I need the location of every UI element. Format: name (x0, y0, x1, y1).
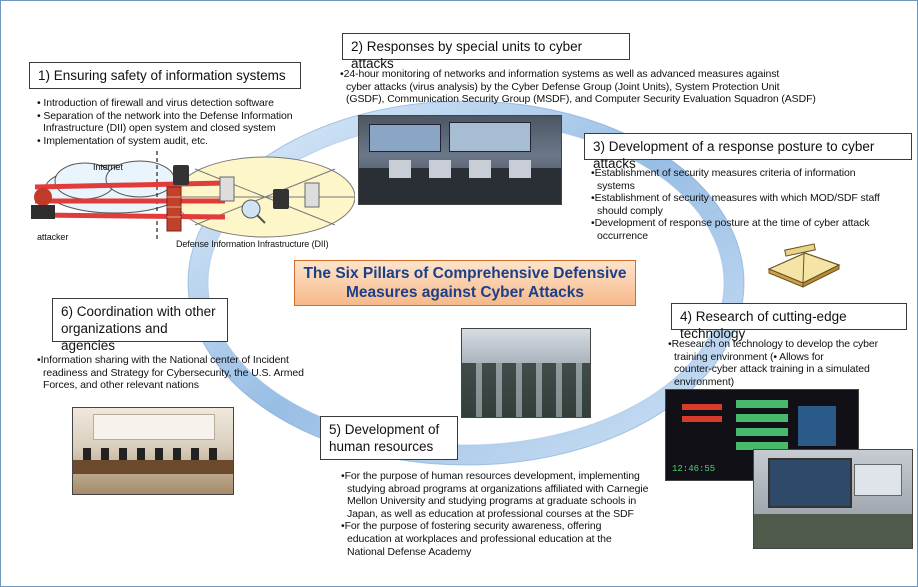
pillar5-title-line: human resources (329, 439, 434, 454)
pillar2-title: 2) Responses by special units to cyber a… (342, 33, 630, 71)
pillar3-title: 3) Development of a response posture to … (584, 133, 912, 171)
pillar1-bullet: • Separation of the network into the Def… (37, 109, 293, 122)
pillar5-title-line: 5) Development of (329, 422, 440, 437)
pillar5-bullet: Japan, as well as education at professio… (347, 507, 634, 520)
attack-lines (34, 180, 226, 220)
pillar5-bullet: National Defense Academy (347, 545, 472, 558)
pillar3-bullet: systems (597, 179, 635, 192)
pillar6-bullet: readiness and Strategy for Cybersecurity… (43, 366, 304, 379)
pillar5-bullet: •For the purpose of human resources deve… (341, 470, 640, 482)
dii-label: Defense Information Infrastructure (DII) (176, 239, 329, 249)
pillar2-bullet: •24-hour monitoring of networks and info… (340, 68, 780, 80)
pillar3-bullet: •Establishment of security measures crit… (591, 167, 856, 179)
pillar3-bullet: occurrence (597, 229, 648, 242)
pillar2-bullets: •24-hour monitoring of networks and info… (340, 68, 860, 106)
classroom-photo (461, 328, 591, 418)
monitoring-room-photo (358, 115, 562, 205)
center-title: The Six Pillars of Comprehensive Defensi… (294, 260, 636, 306)
pillar3-bullet: •Establishment of security measures with… (591, 192, 880, 205)
pillar4-bullet: environment) (674, 375, 735, 388)
pillar4-title: 4) Research of cutting-edge technology (671, 303, 907, 341)
training-room-photo (753, 449, 913, 549)
pillar4-bullets: •Research on technology to develop the c… (668, 338, 913, 388)
pillar1-bullet: Infrastructure (DII) open system and clo… (43, 122, 276, 135)
pillar6-title-line: organizations and agencies (61, 321, 168, 353)
pillar2-bullet: (GSDF), Communication Security Group (MS… (346, 93, 816, 106)
pillar6-title-line: 6) Coordination with other (61, 304, 216, 319)
internet-label: Internet (93, 162, 123, 172)
pillar4-bullet: •Research on technology to develop the c… (668, 338, 878, 350)
pillar1-title: 1) Ensuring safety of information system… (29, 62, 301, 89)
pillar6-bullets: •Information sharing with the National c… (37, 354, 337, 392)
meeting-room-photo (72, 407, 234, 495)
pillar1-bullet: • Implementation of system audit, etc. (37, 134, 208, 147)
pillar2-bullet: cyber attacks (virus analysis) by the Cy… (346, 80, 780, 93)
pillar5-bullet: studying abroad programs at organization… (347, 482, 649, 495)
network-diagram (31, 151, 355, 241)
pillar5-title: 5) Development of human resources (320, 416, 458, 460)
pillar6-bullet: •Information sharing with the National c… (37, 354, 289, 366)
pillar5-bullets: •For the purpose of human resources deve… (341, 470, 671, 558)
pillar6-title: 6) Coordination with other organizations… (52, 298, 228, 353)
pillar5-bullet: Mellon University and studying programs … (347, 495, 637, 508)
pillar1-bullets: • Introduction of firewall and virus det… (37, 97, 347, 147)
pillar5-bullet: education at workplaces and professional… (347, 532, 612, 545)
pillar3-bullets: •Establishment of security measures crit… (591, 167, 911, 243)
training-screen-time: 12:46:55 (672, 464, 716, 474)
pillar6-bullet: Forces, and other relevant nations (43, 379, 199, 392)
pillar3-bullet: •Development of response posture at the … (591, 217, 870, 230)
center-title-line: Measures against Cyber Attacks (345, 284, 585, 301)
pillar4-bullet: counter-cyber attack training in a simul… (674, 363, 870, 376)
attacker-label: attacker (37, 232, 69, 242)
center-title-line: The Six Pillars of Comprehensive Defensi… (303, 265, 627, 282)
pillar4-bullet: training environment (• Allows for (674, 350, 824, 363)
book-icon (767, 243, 841, 288)
pillar1-bullet: • Introduction of firewall and virus det… (37, 97, 274, 109)
pillar3-bullet: should comply (597, 204, 663, 217)
pillar5-bullet: •For the purpose of fostering security a… (341, 520, 602, 533)
